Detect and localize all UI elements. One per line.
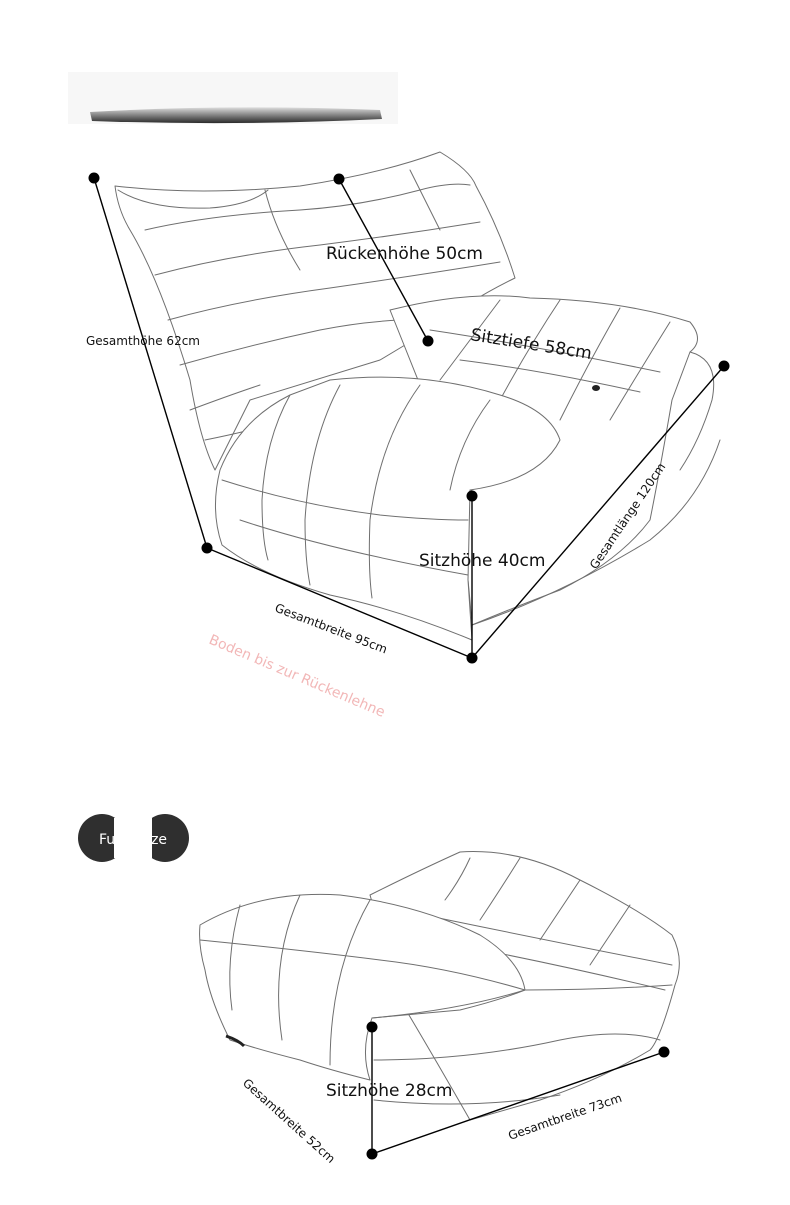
dimension-dot — [366, 1148, 378, 1160]
footstool-width-line — [371, 1051, 665, 1155]
dimension-dot — [366, 1021, 378, 1033]
footstool-badge-label: Fußstütze — [99, 832, 167, 848]
dimension-dot — [201, 542, 213, 554]
total-width-line — [206, 547, 473, 659]
footstool-badge: Fußstütze — [78, 814, 189, 862]
header-bar-decoration — [68, 72, 398, 124]
dimension-dot — [466, 490, 478, 502]
total-length-line — [471, 365, 725, 659]
footstool-illustration — [199, 851, 680, 1121]
dimension-dot — [422, 335, 434, 347]
total-height-label: Gesamthöhe 62cm — [86, 334, 200, 348]
dimension-dot — [466, 652, 478, 664]
seat-height-label: Sitzhöhe 40cm — [419, 551, 545, 571]
footstool-dimension-lines — [366, 1021, 670, 1160]
dimension-dot — [658, 1046, 670, 1058]
dimension-dot — [333, 173, 345, 185]
total-width-label: Gesamtbreite 95cm — [273, 601, 389, 657]
footstool-width-side-label: Gesamtbreite 52cm — [240, 1076, 338, 1166]
sofa-dimension-lines — [88, 172, 730, 664]
total-height-line — [93, 177, 208, 549]
dimension-dot — [718, 360, 730, 372]
dimension-dot — [88, 172, 100, 184]
backrest-height-label: Rückenhöhe 50cm — [326, 244, 483, 264]
backrest-height-line — [338, 178, 429, 342]
footstool-seat-height-label: Sitzhöhe 28cm — [326, 1081, 452, 1101]
sofa-illustration — [114, 151, 721, 641]
